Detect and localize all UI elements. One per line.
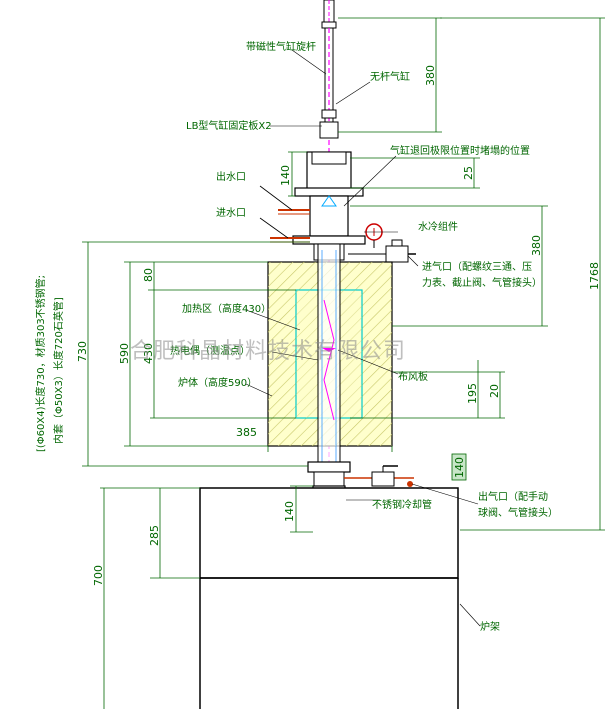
label-cylinder-rotate: 带磁性气缸旋杆 [246, 40, 316, 53]
dimension-140-box: 140 [453, 457, 466, 478]
label-water-out: 出水口 [216, 170, 246, 183]
dimension-140-bottom: 140 [283, 501, 296, 522]
dimension-25: 25 [462, 166, 475, 180]
label-gas-out-line2: 球阀、气管接头） [478, 506, 558, 519]
furnace-tube [317, 243, 341, 469]
furnace-rack [199, 487, 459, 709]
dimension-285: 285 [148, 525, 161, 546]
label-cylinder-limit: 气缸退回极限位置时堵塌的位置 [390, 144, 530, 157]
dimension-700: 700 [92, 565, 105, 586]
label-rack: 炉架 [480, 621, 500, 633]
dimension-80: 80 [142, 268, 155, 282]
company-watermark: 合肥科晶材料技术有限公司 [130, 339, 406, 364]
label-water-cool: 水冷组件 [418, 220, 458, 233]
bottom-flange [307, 461, 414, 487]
label-gas-in-line2: 力表、截止阀、气管接头） [422, 276, 542, 289]
label-cooling-coil: 不锈钢冷却管 [372, 498, 432, 511]
label-furnace: 炉体（高度590） [178, 376, 257, 389]
dimension-730: 730 [76, 341, 89, 362]
dimension-1768: 1768 [588, 262, 601, 290]
side-note-line2: 内套（Φ50X3）长度720石英管] [52, 297, 65, 444]
label-thermocouple: 热电偶（测温点） [170, 344, 250, 357]
dimension-590: 590 [118, 343, 131, 364]
label-wind-plate: 布风板 [398, 370, 428, 383]
label-lb-plate: LB型气缸固定板X2 [186, 119, 272, 132]
dimension-380-mid: 380 [530, 235, 543, 256]
dimension-380-top: 380 [424, 65, 437, 86]
dimension-140-top: 140 [279, 165, 292, 186]
label-rodless-cylinder: 无杆气缸 [370, 70, 410, 83]
dimension-box: 140 [451, 453, 467, 481]
dimension-20: 20 [488, 384, 501, 398]
label-gas-in-line1: 进气口（配螺纹三通、压 [422, 260, 532, 273]
dimension-430: 430 [142, 343, 155, 364]
dimension-lines [82, 17, 605, 709]
label-heating-zone: 加热区（高度430） [182, 302, 271, 315]
label-water-in: 进水口 [216, 207, 246, 219]
label-gas-out-line1: 出气口（配手动 [478, 490, 548, 503]
dimension-195: 195 [466, 383, 479, 404]
dimension-385: 385 [236, 426, 257, 439]
leader-lines [245, 49, 481, 627]
side-note-line1: [(Φ60X4)长度730，材质303不锈钢管; [34, 275, 47, 452]
